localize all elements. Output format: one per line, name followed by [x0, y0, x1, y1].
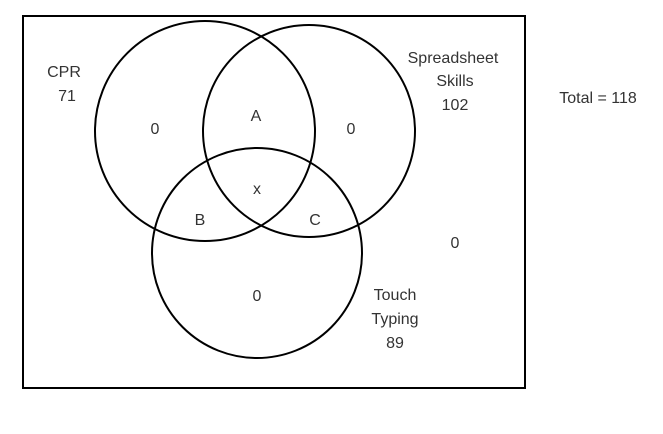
- spreadsheet-set-name-line2: Skills: [436, 73, 473, 90]
- total-label: Total = 118: [559, 90, 637, 107]
- typing-set-name-line1: Touch: [374, 287, 417, 304]
- region-cpr-spreadsheet: A: [251, 108, 262, 125]
- region-typing-only: 0: [253, 288, 262, 305]
- universe-box: [22, 15, 526, 389]
- cpr-set-count: 71: [58, 88, 76, 105]
- typing-set-name-line2: Typing: [371, 311, 418, 328]
- region-all-three: x: [253, 181, 261, 198]
- region-cpr-only: 0: [151, 121, 160, 138]
- region-spreadsheet-only: 0: [347, 121, 356, 138]
- circle-spreadsheet: [202, 24, 416, 238]
- circle-typing: [151, 147, 363, 359]
- typing-set-count: 89: [386, 335, 404, 352]
- cpr-set-name: CPR: [47, 64, 81, 81]
- region-cpr-typing: B: [195, 212, 206, 229]
- spreadsheet-set-name-line1: Spreadsheet: [408, 50, 499, 67]
- circle-cpr: [94, 20, 316, 242]
- spreadsheet-set-count: 102: [442, 97, 469, 114]
- region-spreadsheet-typing: C: [309, 212, 321, 229]
- region-outside: 0: [451, 235, 460, 252]
